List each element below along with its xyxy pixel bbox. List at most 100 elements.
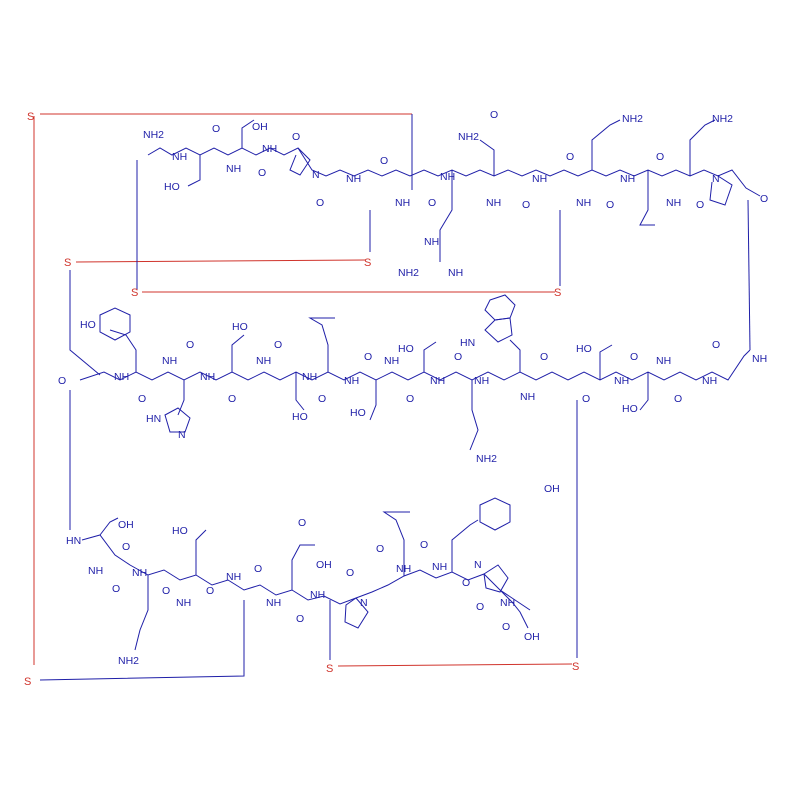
oxygen-label: O xyxy=(502,621,510,633)
side-chain-ser-1 xyxy=(231,334,245,372)
side-chain-leu-2 xyxy=(308,317,335,372)
sulfur-atom-2: S xyxy=(64,257,71,269)
side-chain-thr-4 xyxy=(423,341,437,372)
oxygen-label: O xyxy=(420,539,428,551)
sulfur-atom-3: S xyxy=(131,287,138,299)
side-chain-lys-4 xyxy=(134,575,149,651)
backbone-row-1 xyxy=(147,119,761,262)
nitrogen-label: N xyxy=(360,597,368,609)
nitrogen-label: N xyxy=(474,559,482,571)
amide-nh-label: NH xyxy=(88,565,103,577)
pro-ring-4 xyxy=(483,564,509,593)
thr-2 xyxy=(241,119,255,148)
amide-nh-label: NH xyxy=(752,353,767,365)
his-ring xyxy=(164,407,191,433)
side-chain-tyr-2 xyxy=(451,519,479,572)
oxygen-label: O xyxy=(406,393,414,405)
amide-nh-label: NH xyxy=(302,371,317,383)
nitrogen-label: N xyxy=(312,169,320,181)
oxygen-label: O xyxy=(364,351,372,363)
sulfur-labels: S S S S S S S S xyxy=(24,111,579,688)
amine-label: NH2 xyxy=(143,129,164,141)
hydroxyl-label: HO xyxy=(622,403,638,415)
side-chain-thr-6 xyxy=(639,372,649,411)
backbone-row-3-line xyxy=(81,534,531,611)
oxygen-label: O xyxy=(254,563,262,575)
side-chain-asp xyxy=(291,544,315,590)
atom-labels-row-2: HO O NH O NH HN N O NH HO O NH O HO NH O… xyxy=(58,319,767,465)
amide-nh-label: NH xyxy=(532,173,547,185)
amide-nh-label: NH xyxy=(500,597,515,609)
amide-nh-label: NH xyxy=(430,375,445,387)
oxygen-label: O xyxy=(582,393,590,405)
oxygen-label: O xyxy=(566,151,574,163)
pro-ring-2 xyxy=(709,175,733,206)
amide-nh-label: NH xyxy=(266,597,281,609)
amide-nh-label: HN xyxy=(66,535,81,547)
oxygen-label: O xyxy=(58,375,66,387)
side-chain-leu-3 xyxy=(382,511,410,576)
oxygen-label: O xyxy=(138,393,146,405)
sulfur-atom-8: S xyxy=(572,661,579,673)
sulfur-atom-6: S xyxy=(24,676,31,688)
side-chain-ser-2 xyxy=(369,380,377,421)
imidazole-n-label: N xyxy=(178,429,186,441)
carboxyl-oh-label: OH xyxy=(524,631,540,643)
hydroxyl-label: HO xyxy=(350,407,366,419)
amide-nh-label: NH xyxy=(395,197,410,209)
hydroxyl-label: OH xyxy=(544,483,560,495)
disulfide-bond-bottom xyxy=(337,663,573,667)
amide-nh-label: NH xyxy=(656,355,671,367)
imidazole-nh-label: HN xyxy=(146,413,161,425)
side-chain-gln xyxy=(479,139,495,176)
amide-nh-label: NH xyxy=(200,371,215,383)
hydroxyl-label: HO xyxy=(164,181,180,193)
amide-nh-label: NH xyxy=(384,355,399,367)
amide-nh-label: NH xyxy=(114,371,129,383)
amide-nh-label: NH xyxy=(396,563,411,575)
amide-nh-label: NH xyxy=(310,589,325,601)
amide-nh-label: NH xyxy=(486,197,501,209)
oxygen-label: O xyxy=(462,577,470,589)
oxygen-label: O xyxy=(292,131,300,143)
oxygen-label: O xyxy=(696,199,704,211)
amide-nh-label: NH xyxy=(520,391,535,403)
amide-nh-label: NH xyxy=(424,236,439,248)
pro-ring-3 xyxy=(344,597,369,629)
oxygen-label: O xyxy=(212,123,220,135)
nitrogen-label: N xyxy=(712,173,720,185)
hydroxyl-label: HO xyxy=(576,343,592,355)
side-chain-gly-cooh xyxy=(499,589,529,629)
oxygen-label: O xyxy=(186,339,194,351)
disulfide-bond-inner-1 xyxy=(75,259,366,263)
hydroxyl-label: OH xyxy=(316,559,332,571)
side-chain-leu-1 xyxy=(639,170,655,226)
oxygen-label: O xyxy=(318,393,326,405)
hydroxyl-label: HO xyxy=(172,525,188,537)
thr-1 xyxy=(187,155,201,187)
amine-label: NH2 xyxy=(118,655,139,667)
oxygen-label: O xyxy=(656,151,664,163)
amide-nh-label: NH xyxy=(432,561,447,573)
disulfide-stem-left xyxy=(69,270,101,376)
oxygen-label: O xyxy=(316,197,324,209)
oxygen-label: O xyxy=(380,155,388,167)
hydroxyl-label: HO xyxy=(232,321,248,333)
trp-ring-b xyxy=(484,317,513,343)
amide-nh-label: NH xyxy=(262,143,277,155)
amine-label: NH2 xyxy=(476,453,497,465)
oxygen-label: O xyxy=(112,583,120,595)
amide-nh-label: NH xyxy=(614,375,629,387)
disulfide-bridges xyxy=(33,113,751,681)
amide-nh-label: NH xyxy=(702,375,717,387)
oxygen-label: O xyxy=(428,197,436,209)
oxygen-label: O xyxy=(630,351,638,363)
disulfide-link-bottom-left xyxy=(39,600,245,681)
chain-connector-right xyxy=(747,199,751,351)
oxygen-label: O xyxy=(298,517,306,529)
side-chain-lys-3 xyxy=(469,380,479,451)
amide-nh-label: NH xyxy=(620,173,635,185)
oxygen-label: O xyxy=(296,613,304,625)
backbone-row-2-line xyxy=(79,349,751,381)
